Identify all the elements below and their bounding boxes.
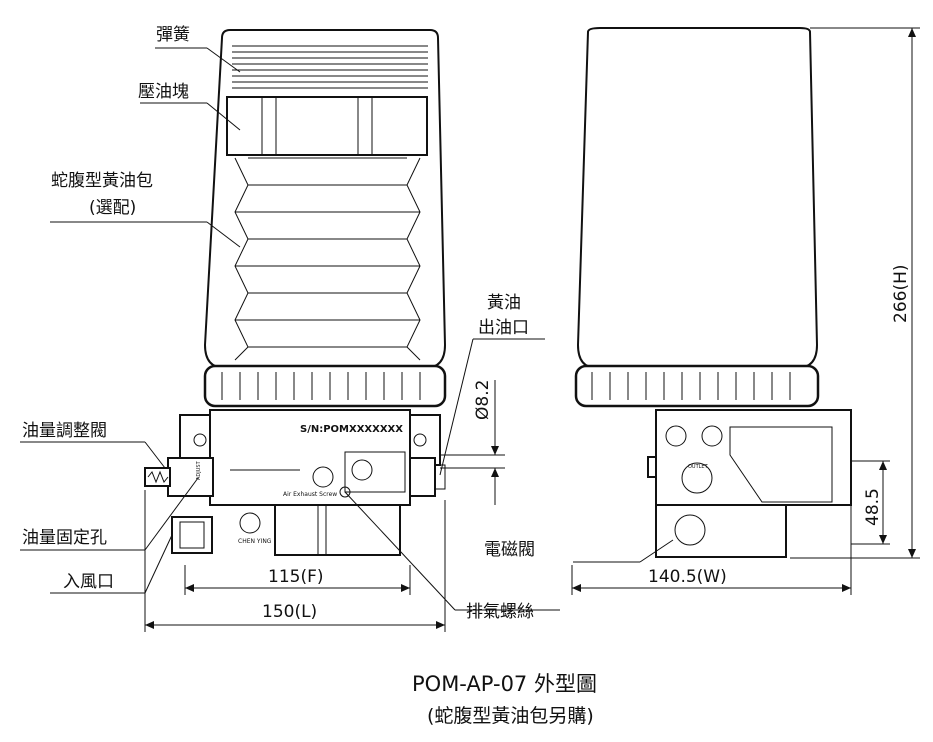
threaded-ring [203,364,447,408]
svg-text:OUTLET: OUTLET [688,464,709,470]
dim-length-l: 150(L) [262,602,317,622]
label-air-inlet: 入風口 [63,572,114,592]
solenoid-side [655,504,787,558]
dim-diameter: Ø8.2 [473,380,493,420]
serial-plate: S/N:POMXXXXXXX [300,424,403,435]
threaded-ring-side [574,364,820,408]
oil-adjust-valve [167,457,214,497]
dim-width-w: 140.5(W) [648,567,727,587]
svg-text:Air Exhaust Screw: Air Exhaust Screw [283,491,337,498]
label-outlet-line2: 出油口 [478,318,529,338]
reservoir-cup-side [576,27,819,369]
label-pressure-block: 壓油塊 [138,82,189,102]
dim-side-h: 48.5 [863,488,883,526]
label-bellows: 蛇腹型黃油包 [51,171,153,191]
pump-body-side [655,409,852,506]
caption-subtitle: (蛇腹型黃油包另購) [427,705,594,727]
label-bleed-screw: 排氣螺絲 [466,602,534,622]
spring-lines [232,45,428,89]
dimension-lines-left [144,380,505,632]
side-view: OUTLET [574,27,852,558]
front-view: S/N:POMXXXXXXX Air Exhaust Screw CHEN YI… [144,29,447,556]
dim-height-h: 266(H) [891,265,911,324]
label-spring: 彈簧 [156,25,190,45]
dim-width-f: 115(F) [268,567,324,587]
label-oil-adjust-valve: 油量調整閥 [22,421,107,441]
brand-logo [239,512,261,534]
pressure-block [226,96,428,156]
dimension-lines-right [571,27,920,595]
svg-text:CHEN YING: CHEN YING [238,538,272,545]
dimension-arrows-left [145,446,499,629]
outlet-fitting [409,457,436,497]
caption-title: POM-AP-07 外型圖 [412,672,597,696]
label-oil-fix-hole: 油量固定孔 [22,528,107,548]
svg-text:ADJUST: ADJUST [196,460,202,480]
ring-ribs [221,372,421,400]
solenoid-coil [274,504,401,556]
label-solenoid-valve: 電磁閥 [484,540,535,560]
label-bellows-optional: (選配) [89,198,136,218]
label-outlet-line1: 黃油 [487,293,521,313]
dimension-arrows-right [572,28,916,592]
leader-lines-left [20,47,560,611]
